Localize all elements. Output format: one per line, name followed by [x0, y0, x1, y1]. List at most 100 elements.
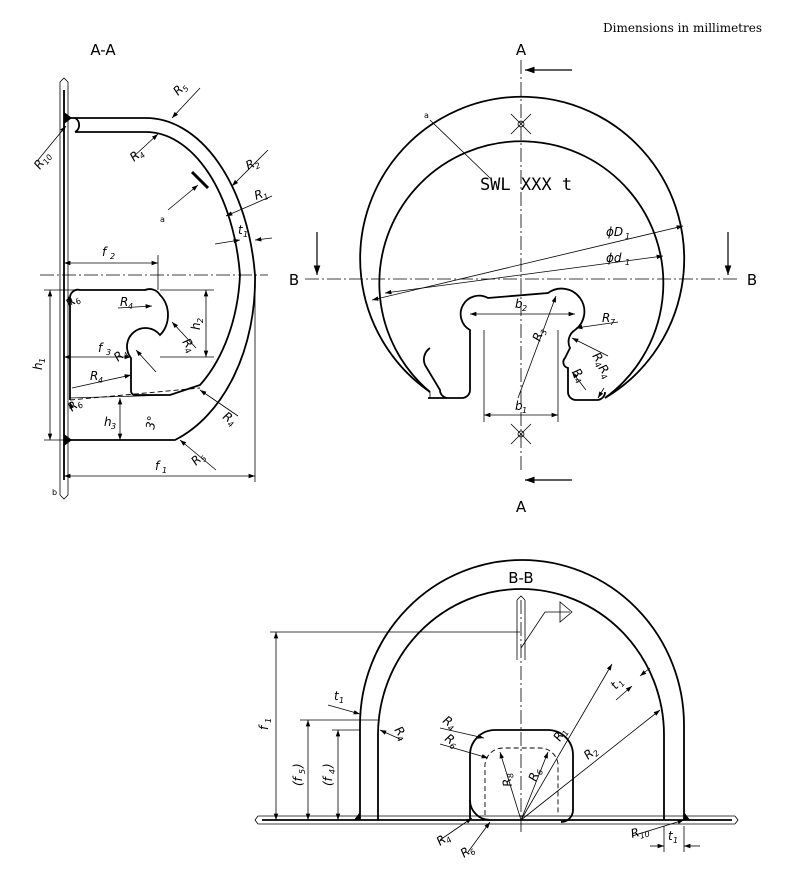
- svg-text:1: 1: [243, 230, 248, 239]
- svg-text:(f: (f: [291, 775, 305, 786]
- svg-text:2: 2: [196, 318, 205, 323]
- svg-text:b: b: [515, 399, 523, 413]
- svg-text:6: 6: [76, 401, 86, 411]
- svg-text:1: 1: [522, 406, 527, 415]
- svg-text:4: 4: [122, 351, 132, 361]
- dim-r4-slot-left: R4: [111, 348, 132, 364]
- dim-r6-bb-mid: R6: [526, 768, 546, 783]
- svg-text:f: f: [155, 459, 161, 473]
- svg-text:h: h: [189, 322, 203, 330]
- svg-text:7: 7: [610, 318, 616, 327]
- svg-text:4: 4: [394, 734, 404, 743]
- dim-r6-bb-upper: R6: [442, 731, 457, 752]
- svg-text:10: 10: [639, 829, 651, 840]
- svg-text:R: R: [90, 369, 98, 383]
- footnote-a-front: a: [424, 111, 429, 120]
- svg-text:f: f: [98, 341, 104, 355]
- dim-r4-right: R4: [220, 409, 235, 430]
- svg-text:): ): [291, 763, 305, 769]
- svg-text:4: 4: [226, 419, 235, 429]
- dim-r10-bb: R10: [629, 825, 651, 841]
- svg-text:R: R: [602, 311, 610, 325]
- cut-mark-a-top: A: [516, 41, 527, 59]
- dim-f5: (f5): [291, 763, 307, 786]
- svg-text:2: 2: [254, 161, 262, 171]
- svg-text:1: 1: [339, 696, 344, 705]
- cut-mark-b-right: B: [747, 271, 757, 289]
- dim-r10-aa: R10: [31, 153, 55, 172]
- svg-text:1: 1: [38, 358, 47, 363]
- svg-text:1: 1: [162, 466, 167, 475]
- units-note: Dimensions in millimetres: [603, 21, 762, 35]
- footnote-b: b: [52, 488, 57, 497]
- svg-text:5: 5: [199, 454, 209, 464]
- svg-text:b: b: [515, 297, 523, 311]
- marking-text: SWL XXX t: [480, 175, 572, 195]
- svg-text:1: 1: [561, 729, 571, 738]
- svg-text:4: 4: [128, 302, 133, 311]
- svg-text:6: 6: [535, 768, 545, 776]
- svg-text:ϕD: ϕD: [606, 225, 623, 239]
- svg-text:h: h: [31, 362, 45, 370]
- cut-mark-a-bottom: A: [516, 498, 527, 516]
- svg-text:2: 2: [592, 749, 602, 759]
- svg-text:6: 6: [468, 847, 477, 857]
- svg-text:1: 1: [625, 258, 630, 267]
- dim-r1-aa: R1: [252, 187, 270, 203]
- dim-r2-bb: R2: [581, 746, 602, 762]
- dim-r4-bb-arch: R4: [392, 724, 408, 744]
- section-a-a-title: A-A: [90, 41, 116, 59]
- svg-text:5: 5: [298, 769, 307, 774]
- svg-text:ϕd: ϕd: [606, 251, 622, 265]
- svg-text:4: 4: [98, 376, 103, 385]
- svg-text:4: 4: [598, 372, 608, 381]
- svg-text:2: 2: [522, 304, 527, 313]
- svg-text:5: 5: [181, 84, 191, 94]
- dim-r5-bottom: R5: [188, 452, 209, 468]
- svg-text:4: 4: [138, 151, 148, 161]
- dim-h2: h2: [189, 318, 205, 330]
- dim-r6-upper: R6: [63, 294, 84, 310]
- svg-text:4: 4: [328, 769, 337, 774]
- svg-text:6: 6: [74, 297, 84, 307]
- dim-r4-top: R4: [127, 148, 148, 164]
- svg-text:4: 4: [592, 360, 602, 369]
- dim-r6-bb-bottom: R6: [458, 844, 478, 860]
- dim-f1-bb: f1: [257, 718, 273, 730]
- dim-h1: h1: [31, 358, 47, 370]
- svg-text:R: R: [629, 825, 641, 841]
- svg-text:t: t: [334, 689, 340, 703]
- angle-3deg: 3°: [143, 415, 159, 431]
- footnote-a-aa: a: [160, 215, 165, 224]
- dim-r1-bb: R1: [550, 729, 571, 744]
- svg-text:3: 3: [539, 328, 549, 336]
- svg-text:R: R: [500, 777, 515, 788]
- svg-text:3: 3: [111, 422, 116, 431]
- cut-mark-b-left: B: [289, 271, 299, 289]
- svg-text:4: 4: [444, 835, 453, 845]
- dim-r4-front-b: R4: [570, 366, 586, 386]
- svg-text:1: 1: [617, 679, 627, 689]
- svg-text:4: 4: [572, 376, 582, 385]
- svg-text:2: 2: [110, 252, 115, 261]
- svg-text:f: f: [257, 724, 271, 730]
- svg-text:4: 4: [446, 723, 455, 733]
- dim-r3: R3: [530, 328, 550, 343]
- svg-text:1: 1: [673, 836, 678, 845]
- svg-text:3: 3: [106, 348, 111, 357]
- svg-text:4: 4: [182, 346, 192, 355]
